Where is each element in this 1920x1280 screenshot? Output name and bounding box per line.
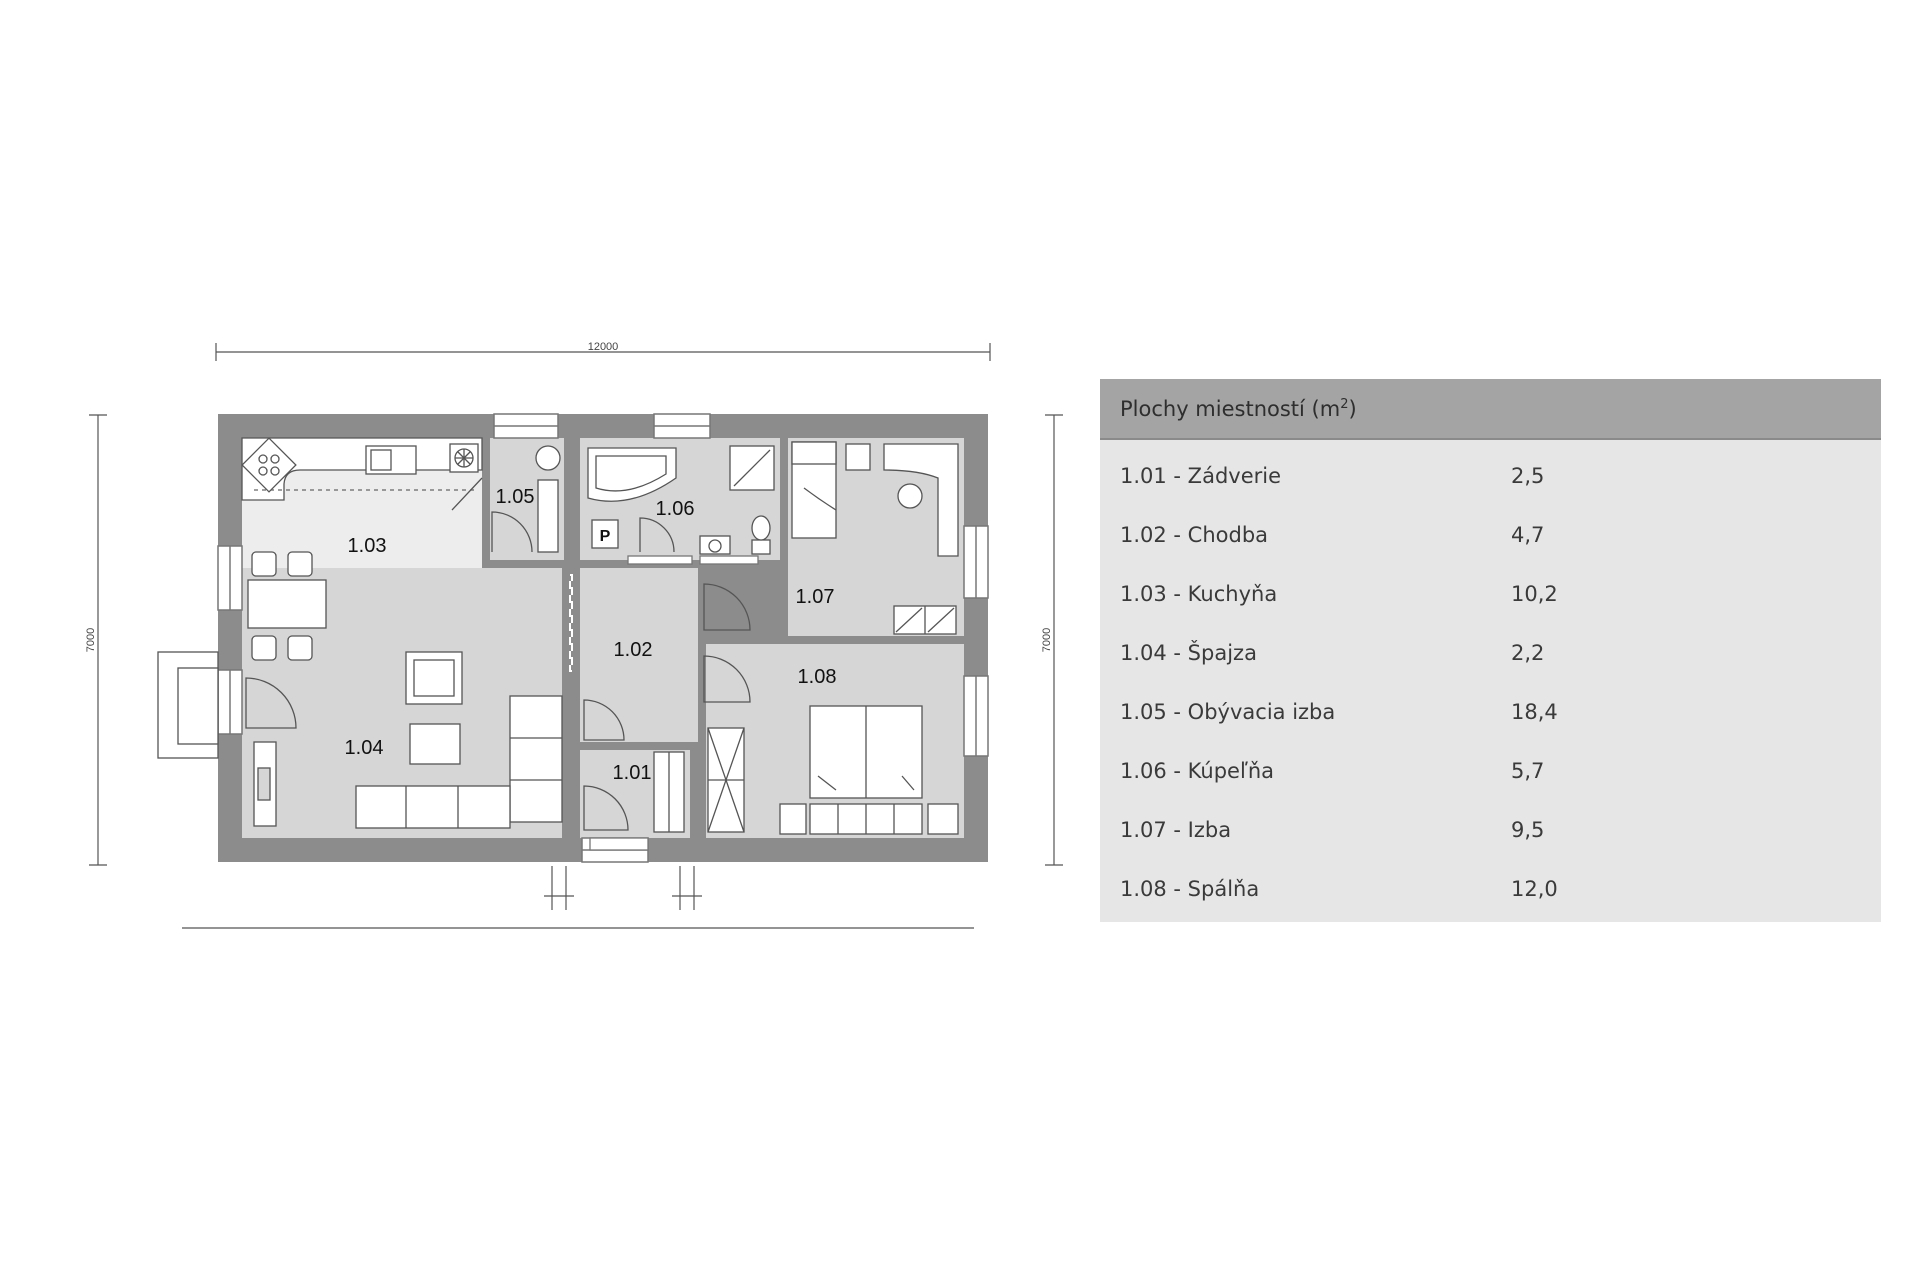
dimension-line-right — [1045, 414, 1063, 866]
pantry-fixtures — [491, 445, 561, 553]
dimension-height-right: 7000 — [1041, 628, 1053, 652]
kitchen-door-swing — [451, 477, 483, 511]
dimension-height-left: 7000 — [85, 628, 97, 652]
entrance-markers — [544, 866, 702, 910]
room-area-table: Plochy miestností (m2) 1.01 - Zádverie 2,… — [1100, 379, 1881, 922]
dimension-line-left — [89, 414, 107, 866]
room-label-1-07: 1.07 — [796, 586, 835, 608]
room-name: 1.06 - Kúpeľňa — [1120, 758, 1275, 783]
kitchen-counter — [241, 437, 483, 501]
room-name: 1.01 - Zádverie — [1120, 463, 1282, 488]
entrance-door — [589, 837, 649, 851]
table-row: 1.04 - Špajza 2,2 — [1100, 623, 1881, 682]
room-name: 1.02 - Chodba — [1120, 522, 1269, 547]
room-area: 10,2 — [1511, 581, 1558, 606]
table-row: 1.05 - Obývacia izba 18,4 — [1100, 682, 1881, 741]
fan-icon — [449, 443, 479, 473]
table-row: 1.01 - Zádverie 2,5 — [1100, 446, 1881, 505]
shower-icon — [729, 445, 775, 491]
stove-icon — [241, 437, 297, 493]
room-name: 1.03 - Kuchyňa — [1120, 581, 1278, 606]
room-area: 4,7 — [1511, 522, 1545, 547]
table-row: 1.06 - Kúpeľňa 5,7 — [1100, 741, 1881, 800]
dimension-line-top — [215, 343, 991, 361]
terrace — [157, 651, 219, 759]
bathtub-icon — [587, 447, 677, 502]
wardrobe-1-08 — [707, 727, 745, 833]
hallway-doors — [583, 699, 685, 833]
table-row: 1.02 - Chodba 4,7 — [1100, 505, 1881, 564]
desk-corner — [883, 443, 959, 557]
washbasin-icon — [699, 535, 731, 555]
toilet-icon — [751, 515, 771, 555]
table-title: Plochy miestností (m2) — [1120, 396, 1357, 421]
room-name: 1.04 - Špajza — [1120, 640, 1257, 665]
floor-plan-drawing: 12000 7000 7000 — [85, 341, 1063, 929]
room-name: 1.07 - Izba — [1120, 817, 1232, 842]
wardrobe-1-07 — [893, 605, 957, 635]
dimension-width: 12000 — [588, 341, 619, 353]
room-label-1-05: 1.05 — [496, 486, 535, 508]
room-area: 18,4 — [1511, 699, 1558, 724]
room-label-1-04: 1.04 — [345, 737, 384, 759]
double-bed — [809, 705, 923, 799]
room-name: 1.05 - Obývacia izba — [1120, 699, 1336, 724]
bathroom-fixtures: P — [587, 445, 775, 555]
room-area: 2,2 — [1511, 640, 1545, 665]
dining-table — [247, 551, 327, 661]
table-body: 1.01 - Zádverie 2,5 1.02 - Chodba 4,7 1.03… — [1100, 440, 1881, 922]
bedroom-furniture — [703, 655, 959, 835]
bathroom-door — [627, 555, 693, 565]
room-name: 1.08 - Spálňa — [1120, 876, 1260, 901]
room-area: 2,5 — [1511, 463, 1545, 488]
room-label-1-02: 1.02 — [614, 639, 653, 661]
table-row: 1.03 - Kuchyňa 10,2 — [1100, 564, 1881, 623]
table-header: Plochy miestností (m2) — [1100, 379, 1881, 440]
sofa — [355, 695, 563, 829]
room-label-1-06: 1.06 — [656, 498, 695, 520]
sink-icon — [365, 445, 417, 475]
boiler-label: P — [600, 528, 611, 545]
terrace-door-swing — [245, 677, 297, 729]
living-room-furniture — [245, 651, 563, 829]
room-label-1-03: 1.03 — [348, 535, 387, 557]
room-label-1-01: 1.01 — [613, 762, 652, 784]
table-row: 1.07 - Izba 9,5 — [1100, 800, 1881, 859]
table-row: 1.08 - Spálňa 12,0 — [1100, 859, 1881, 918]
room-hallway-floor — [580, 568, 698, 742]
room-area: 12,0 — [1511, 876, 1558, 901]
armchair — [405, 651, 463, 705]
room-area: 9,5 — [1511, 817, 1545, 842]
room-1-07-furniture — [703, 441, 959, 635]
room-area: 5,7 — [1511, 758, 1545, 783]
windows — [217, 413, 989, 863]
bed-single — [791, 441, 837, 539]
room-label-1-08: 1.08 — [798, 666, 837, 688]
coffee-table — [409, 723, 461, 765]
